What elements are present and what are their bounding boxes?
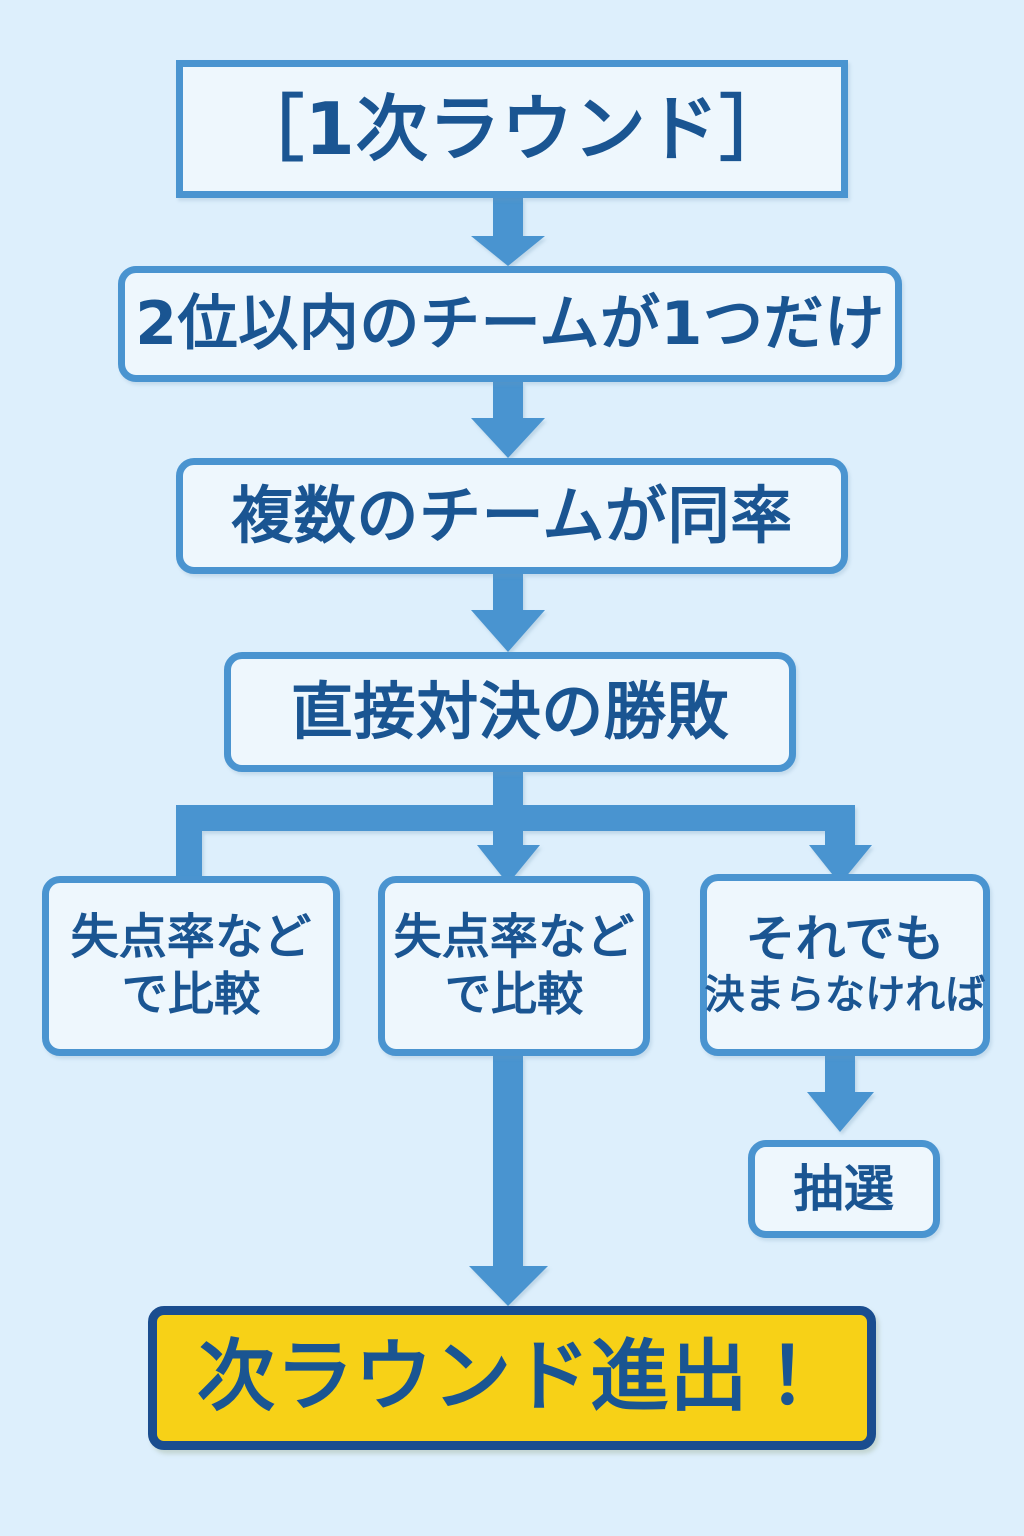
- node-still-undecided[interactable]: それでも 決まらなければ: [700, 874, 990, 1056]
- arrow-goal-ratio-mid-to-advance: [469, 1056, 548, 1306]
- arrow-still-undecided-to-lottery: [807, 1056, 874, 1132]
- node-goal-ratio-mid[interactable]: 失点率など で比較: [378, 876, 650, 1056]
- arrow-to-still-undecided: [809, 805, 872, 884]
- node-goal-ratio-left[interactable]: 失点率など で比較: [42, 876, 340, 1056]
- node-goal-ratio-left-label-line2: で比較: [121, 967, 261, 1022]
- node-lottery[interactable]: 抽選: [748, 1140, 940, 1238]
- node-goal-ratio-mid-label-line1: 失点率など: [393, 909, 635, 966]
- node-lottery-label: 抽選: [793, 1160, 895, 1218]
- node-goal-ratio-mid-label-line2: で比較: [444, 967, 584, 1022]
- node-round1-label: ［1次ラウンド］: [232, 86, 792, 171]
- node-tied-teams[interactable]: 複数のチームが同率: [176, 458, 848, 574]
- node-still-undecided-label-line2: 決まらなければ: [704, 972, 986, 1019]
- node-single-top2-label: 2位以内のチームが1つだけ: [135, 288, 885, 359]
- node-head-to-head-label: 直接対決の勝敗: [290, 674, 730, 748]
- node-tied-teams-label: 複数のチームが同率: [231, 478, 793, 552]
- node-goal-ratio-left-label-line1: 失点率など: [70, 909, 312, 966]
- node-advance-label: 次ラウンド進出！: [196, 1332, 828, 1423]
- arrow-round1-to-single-top2: [471, 198, 545, 266]
- connector-to-goal-ratio-left: [176, 805, 202, 883]
- node-single-top2[interactable]: 2位以内のチームが1つだけ: [118, 266, 902, 382]
- arrow-tied-teams-to-head-to-head: [471, 574, 545, 652]
- node-advance[interactable]: 次ラウンド進出！: [148, 1306, 876, 1450]
- node-round1[interactable]: ［1次ラウンド］: [176, 60, 848, 198]
- node-head-to-head[interactable]: 直接対決の勝敗: [224, 652, 796, 772]
- arrow-single-top2-to-tied-teams: [471, 382, 545, 458]
- arrow-to-goal-ratio-mid: [477, 805, 540, 884]
- node-still-undecided-label-line1: それでも: [745, 910, 945, 969]
